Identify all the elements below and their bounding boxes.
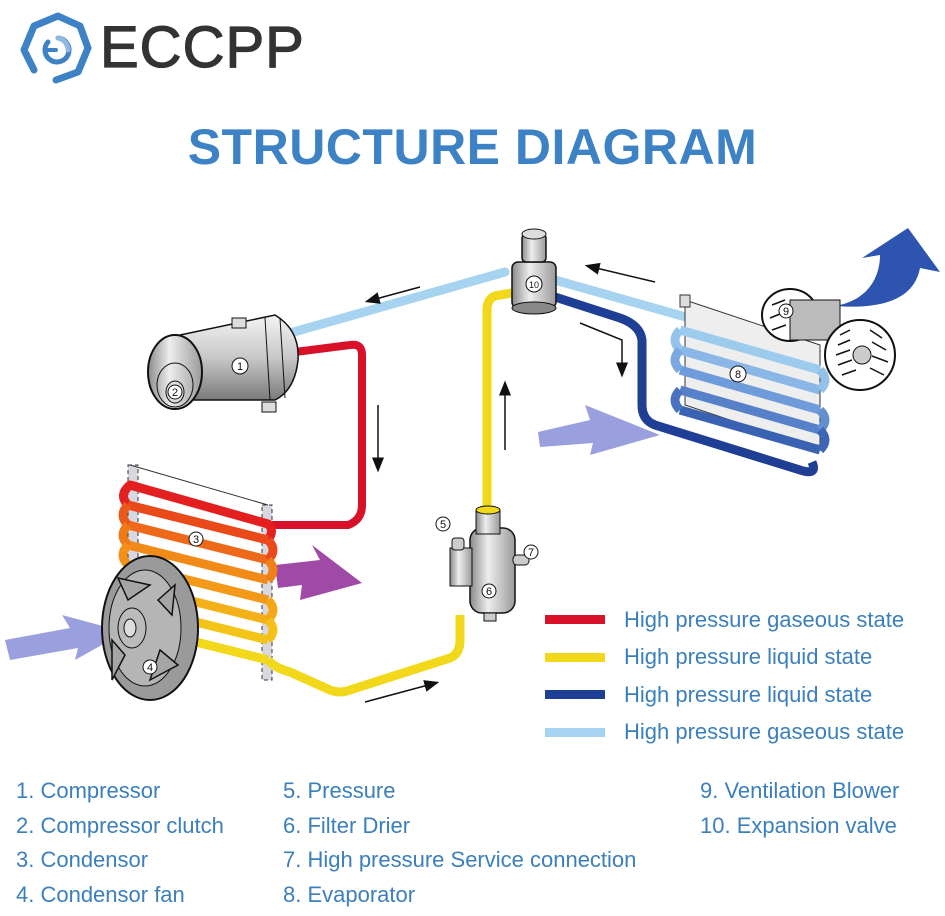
label-service-connection: 7	[528, 547, 534, 559]
brand-name: ECCPP	[100, 19, 305, 77]
label-ventilation-blower: 9	[783, 306, 789, 318]
part-item: 1. Compressor	[16, 778, 224, 813]
parts-list-column-3: 9. Ventilation Blower 10. Expansion valv…	[700, 778, 899, 847]
label-filter-drier: 6	[486, 586, 492, 598]
legend-label: High pressure gaseous state	[624, 719, 904, 745]
legend-swatch-cold-liquid	[545, 690, 605, 699]
label-condensor-fan: 4	[147, 662, 153, 674]
flow-arrow	[580, 323, 622, 370]
label-expansion-valve: 10	[529, 280, 539, 290]
page-title: STRUCTURE DIAGRAM	[0, 118, 945, 176]
airflow-hot-arrow	[275, 545, 362, 600]
legend-item: High pressure liquid state	[545, 676, 904, 714]
parts-list-column-2: 5. Pressure 6. Filter Drier 7. High pres…	[283, 778, 636, 916]
legend-item: High pressure gaseous state	[545, 714, 904, 752]
part-item: 10. Expansion valve	[700, 813, 899, 848]
legend-swatch-cold-gas	[545, 728, 605, 737]
part-item: 7. High pressure Service connection	[283, 847, 636, 882]
label-compressor: 1	[237, 361, 243, 373]
flow-arrow	[592, 267, 655, 282]
cold-gas-line	[290, 272, 505, 333]
label-evaporator: 8	[735, 369, 741, 381]
part-item: 3. Condensor	[16, 847, 224, 882]
legend: High pressure gaseous state High pressur…	[545, 601, 904, 751]
legend-label: High pressure gaseous state	[624, 607, 904, 633]
condensor-fan	[102, 556, 198, 700]
label-pressure: 5	[440, 519, 446, 531]
legend-label: High pressure liquid state	[624, 644, 872, 670]
legend-label: High pressure liquid state	[624, 682, 872, 708]
part-item: 8. Evaporator	[283, 882, 636, 916]
label-condensor: 3	[193, 534, 199, 546]
part-item: 6. Filter Drier	[283, 813, 636, 848]
hot-liquid-line-up	[487, 293, 512, 510]
brand-logo: ECCPP	[18, 8, 305, 88]
legend-item: High pressure gaseous state	[545, 601, 904, 639]
expansion-valve	[512, 229, 556, 314]
parts-list-column-1: 1. Compressor 2. Compressor clutch 3. Co…	[16, 778, 224, 916]
eccpp-hexagon-power-logo-icon	[18, 10, 94, 86]
filter-drier	[450, 506, 529, 621]
legend-swatch-hot-liquid	[545, 653, 605, 662]
part-item: 4. Condensor fan	[16, 882, 224, 916]
legend-item: High pressure liquid state	[545, 639, 904, 677]
part-item: 5. Pressure	[283, 778, 636, 813]
hot-liquid-line	[268, 615, 460, 692]
legend-swatch-hot-gas	[545, 615, 605, 624]
part-item: 9. Ventilation Blower	[700, 778, 899, 813]
airflow-cold-out-arrow	[835, 228, 940, 307]
label-compressor-clutch: 2	[172, 387, 178, 399]
part-item: 2. Compressor clutch	[16, 813, 224, 848]
